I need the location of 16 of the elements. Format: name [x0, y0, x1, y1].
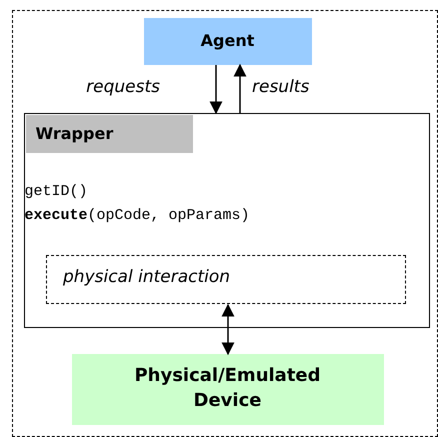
interaction-box — [46, 255, 406, 304]
node-title: Agent — [200, 30, 256, 50]
arrow — [234, 64, 246, 113]
dashed-frame — [12, 10, 438, 437]
edge-label: results — [252, 77, 310, 97]
wrapper-heading: Wrapper — [26, 114, 192, 152]
device-box — [72, 354, 384, 424]
method-signature: execute(opCode, opParams) — [24, 206, 250, 224]
method-signature: getID() — [24, 182, 88, 200]
interaction-label: physical interaction — [63, 267, 230, 287]
arrow — [210, 65, 222, 114]
wrapper-box — [24, 112, 430, 328]
arrow — [222, 304, 234, 356]
device-label: Physical/Emulated Device — [133, 364, 322, 412]
agent-box — [144, 18, 312, 64]
edge-label: requests — [86, 77, 160, 97]
